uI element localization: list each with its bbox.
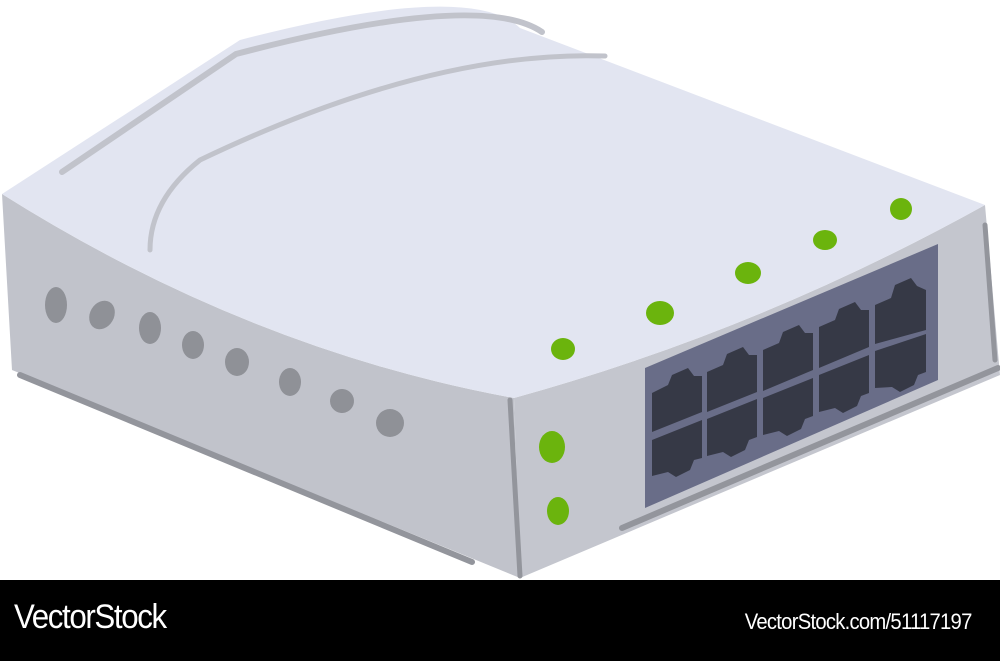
- image-reference: VectorStock.com/51117197: [745, 609, 973, 634]
- vent-holes: [45, 287, 404, 437]
- watermark-footer: VectorStock VectorStock.com/51117197: [0, 580, 1000, 661]
- ethernet-ports: [652, 278, 926, 477]
- network-switch-icon: [2, 6, 1000, 579]
- top-status-leds: [551, 198, 912, 360]
- brand-logo: VectorStock: [14, 598, 167, 636]
- illustration: [2, 6, 1000, 579]
- front-status-leds: [539, 431, 569, 525]
